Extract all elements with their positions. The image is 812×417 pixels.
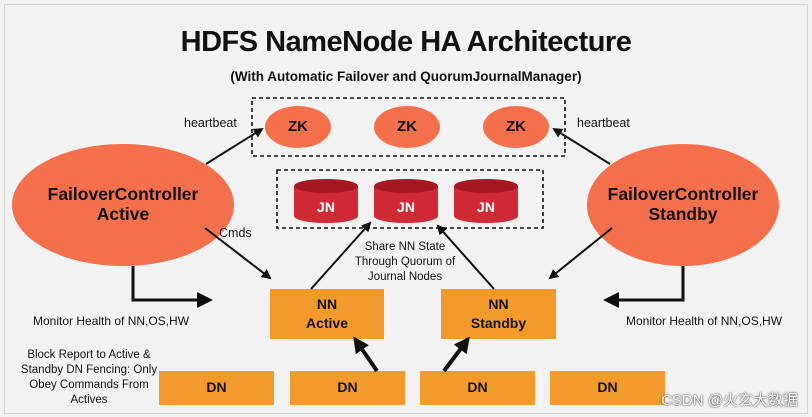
dn-to-nn-standby-arrow (442, 336, 470, 373)
failover-active-line1: FailoverController (47, 184, 199, 204)
nn-standby-to-jn-arrow (436, 224, 495, 290)
failover-active-label: FailoverController Active (23, 184, 223, 224)
failover-active-line2: Active (96, 204, 150, 224)
jn-label-3: JN (477, 199, 495, 215)
zk-group-border (251, 97, 566, 157)
failover-standby-line1: FailoverController (607, 184, 759, 204)
monitor-label-right: Monitor Health of NN,OS,HW (626, 314, 783, 328)
nn-standby-line2: Standby (470, 315, 527, 331)
heartbeat-label-right: heartbeat (577, 116, 630, 130)
dn-box-4 (550, 371, 665, 405)
zk-node-1 (265, 106, 331, 148)
diagram-subtitle: (With Automatic Failover and QuorumJourn… (230, 69, 582, 84)
nn-standby-line1: NN (488, 296, 509, 312)
failover-standby-ellipse (587, 144, 779, 266)
dn-box-3 (420, 371, 535, 405)
dn-label-1: DN (206, 379, 227, 395)
nn-standby-box (441, 289, 556, 339)
block-report-line-1: Block Report to Active & (27, 349, 151, 361)
zk-label-3: ZK (506, 118, 526, 135)
zk-node-3 (483, 106, 549, 148)
nn-active-line1: NN (316, 296, 338, 312)
monitor-arrow-right (603, 266, 685, 308)
failover-standby-label: FailoverController Standby (583, 184, 783, 224)
nn-active-box (270, 289, 384, 339)
heartbeat-arrow-right (552, 127, 611, 165)
share-state-line-2: Through Quorum of (354, 256, 456, 268)
csdn-watermark: CSDN @火玄大数据 (661, 392, 798, 409)
cmds-arrow-right (548, 227, 613, 280)
dn-label-3: DN (467, 379, 488, 395)
share-state-line-1: Share NN State (364, 241, 446, 253)
monitor-arrow-left (131, 266, 213, 308)
diagram-title: HDFS NameNode HA Architecture (180, 26, 632, 58)
heartbeat-arrow-left (205, 127, 264, 165)
zk-node-2 (374, 106, 440, 148)
cmds-arrow-left (204, 227, 272, 280)
block-report-line-3: Obey Commands From (29, 379, 149, 391)
nn-active-to-jn-arrow (310, 221, 372, 290)
block-report-line-2: Standby DN Fencing: Only (20, 364, 158, 376)
dn-to-nn-active-arrow (353, 336, 379, 373)
monitor-label-left: Monitor Health of NN,OS,HW (33, 314, 190, 328)
dn-box-2 (290, 371, 405, 405)
dn-label-2: DN (337, 379, 358, 395)
jn-node-2 (374, 179, 438, 223)
dn-label-4: DN (597, 379, 618, 395)
cmds-label: Cmds (219, 226, 252, 240)
failover-active-ellipse (12, 144, 234, 266)
jn-label-2: JN (397, 199, 415, 215)
zk-label-1: ZK (288, 118, 308, 135)
jn-group-border (276, 169, 544, 229)
block-report-line-4: Actives (70, 394, 108, 406)
jn-node-3 (454, 179, 518, 223)
share-state-label: Share NN State Through Quorum of Journal… (340, 240, 470, 285)
nn-active-line2: Active (305, 315, 349, 331)
nn-standby-label: NN Standby (441, 295, 556, 333)
jn-label-1: JN (317, 199, 335, 215)
dn-box-1 (159, 371, 274, 405)
share-state-line-3: Journal Nodes (367, 271, 443, 283)
failover-standby-line2: Standby (648, 204, 718, 224)
heartbeat-label-left: heartbeat (184, 116, 237, 130)
jn-node-1 (294, 179, 358, 223)
block-report-label: Block Report to Active & Standby DN Fenc… (18, 348, 160, 408)
zk-label-2: ZK (397, 118, 417, 135)
nn-active-label: NN Active (270, 295, 384, 333)
